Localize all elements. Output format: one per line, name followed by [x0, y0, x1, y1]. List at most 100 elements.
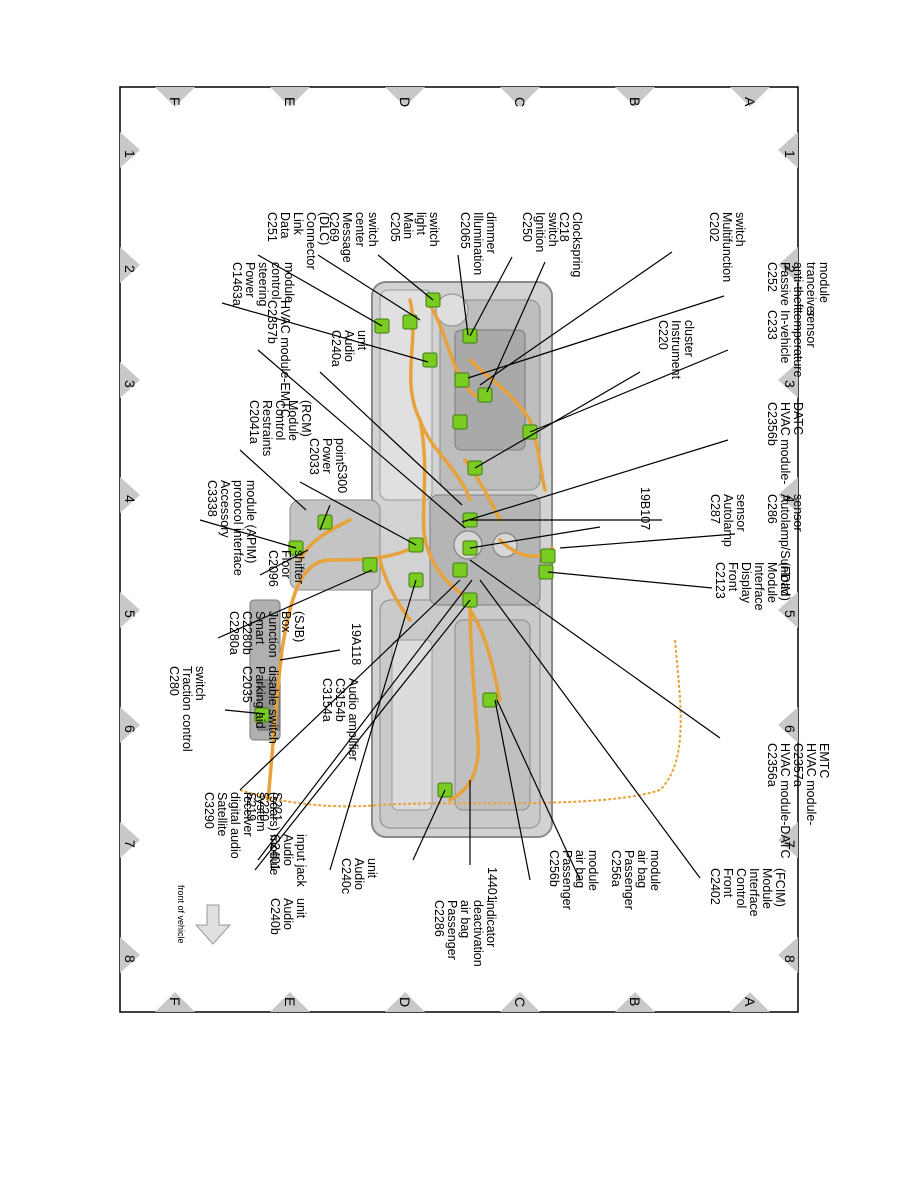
grid-letter-b: B	[627, 97, 643, 106]
leader-line	[412, 789, 446, 861]
label-line: Smart	[253, 611, 267, 645]
leader-line	[217, 569, 373, 639]
grid-marker	[120, 592, 140, 628]
grid-letter-f: F	[167, 97, 183, 106]
leader-line	[467, 295, 725, 379]
grid-number-7: 7	[782, 840, 798, 848]
label-line: indicator	[484, 900, 498, 947]
grid-marker	[778, 707, 798, 743]
label-line: C2123	[713, 562, 727, 599]
label-line: C287	[708, 494, 722, 524]
label-line: HVAC module-EMTC	[278, 300, 292, 418]
label-line: dimmer	[484, 212, 498, 254]
label-line: (RCM)	[299, 400, 313, 437]
grid-marker	[120, 247, 140, 283]
label-19b107: 19B107	[638, 487, 652, 530]
leader-line	[257, 579, 473, 861]
leader-lines	[199, 251, 736, 881]
grid-marker	[270, 992, 310, 1012]
label-line: Illumination	[471, 212, 485, 275]
label-line: C256a	[609, 850, 623, 887]
wire-harness-long	[239, 639, 682, 808]
label-line: Floor	[279, 550, 293, 578]
label-line: receiver	[241, 792, 255, 836]
label-line: (SJB)	[292, 611, 306, 642]
label-line: C233	[765, 310, 779, 340]
grid-marker	[120, 937, 140, 973]
label-line: Restraints	[260, 400, 274, 456]
label-line: Passenger	[445, 900, 459, 960]
label-line: (sdars) module	[267, 792, 281, 875]
label-line: Interface	[752, 562, 766, 611]
grid-letter-a: A	[742, 997, 758, 1007]
grid-marker	[615, 87, 655, 107]
label-line: switch	[193, 666, 207, 701]
label-line: point	[333, 438, 347, 466]
label-line: HVAC module-DATC	[778, 743, 792, 859]
label-line: C2402	[708, 868, 722, 905]
leader-line	[221, 302, 429, 363]
label-line: unit	[365, 858, 379, 879]
leader-line	[199, 519, 297, 549]
leader-line	[254, 599, 471, 871]
grid-marker	[778, 247, 798, 283]
grid-marker	[778, 362, 798, 398]
label-line: C252	[765, 262, 779, 292]
label-line: switch	[427, 212, 441, 247]
grid-number-6: 6	[782, 725, 798, 733]
label-line: unit	[294, 898, 308, 919]
label-line: 19B107	[638, 487, 652, 530]
label-line: HVAC module-	[804, 743, 818, 825]
label-line: C1463a	[230, 262, 244, 306]
front-of-vehicle-label: front of vehicle	[176, 885, 186, 944]
leader-line	[259, 549, 309, 576]
grid-zone-markers	[120, 87, 798, 1012]
label-line: C220	[656, 320, 670, 350]
label-line: Parking aid	[253, 666, 267, 729]
connector	[422, 352, 438, 368]
connector	[254, 707, 270, 723]
label-line: module	[648, 850, 662, 891]
label-line: (FDIM)	[778, 562, 792, 601]
leader-line	[239, 449, 307, 511]
label-line: C286	[765, 494, 779, 524]
label-line: light	[414, 212, 428, 235]
label-19a118: 19A118	[349, 623, 363, 665]
label-line: cluster	[682, 320, 696, 357]
label-line: C202	[707, 212, 721, 242]
label-line: Power	[243, 262, 257, 297]
label-line: C3338	[205, 480, 219, 517]
label-line: air bag	[573, 850, 587, 888]
grid-number-5: 5	[782, 610, 798, 618]
grid-number-8: 8	[782, 955, 798, 963]
label-line: switch	[733, 212, 747, 247]
label-line: protocol interface	[231, 480, 245, 576]
label-line: C280	[167, 666, 181, 696]
label-line: Link	[291, 212, 305, 236]
leader-line	[299, 481, 417, 546]
label-line: Audio	[352, 858, 366, 890]
grid-marker	[120, 707, 140, 743]
grid-number-6: 6	[122, 725, 138, 733]
label-line: switch	[546, 212, 560, 247]
label-line: Audio amplifier	[346, 678, 360, 761]
grid-number-2: 2	[122, 265, 138, 273]
leader-line	[319, 504, 331, 531]
label-line: air bag	[458, 900, 472, 938]
connector	[402, 314, 418, 330]
label-line: Traction control	[180, 666, 194, 752]
label-line: steering	[256, 262, 270, 307]
